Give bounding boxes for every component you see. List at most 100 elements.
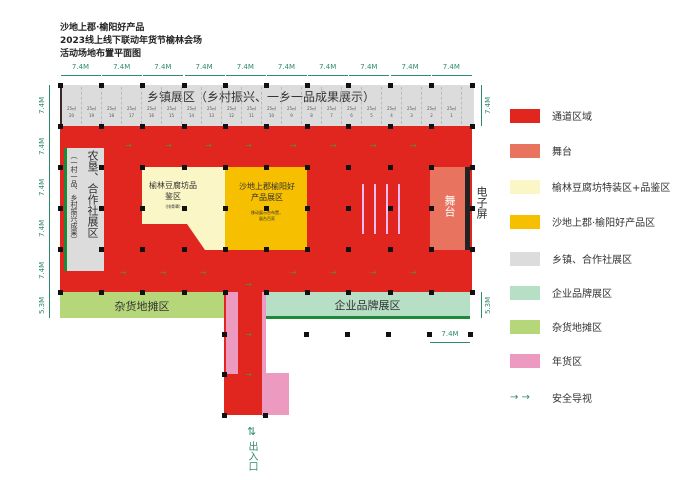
booth-number: 14 bbox=[188, 113, 195, 118]
column-pillar bbox=[387, 290, 393, 295]
column-pillar bbox=[470, 247, 475, 252]
sundries-zone-label: 杂货地摊区 bbox=[114, 300, 170, 313]
column-pillar bbox=[222, 332, 227, 337]
column-pillar bbox=[468, 332, 473, 337]
legend-label: 榆林豆腐坊特装区+品鉴区 bbox=[552, 183, 671, 194]
booth-number: 9 bbox=[290, 113, 293, 118]
dim-label: 7.4M bbox=[441, 330, 459, 338]
column-pillar bbox=[58, 247, 63, 252]
coop-zone-label: 农垦、合作社展区 bbox=[86, 150, 99, 238]
guide-arrow-icon: → bbox=[245, 141, 252, 150]
column-pillar bbox=[470, 124, 475, 129]
column-pillar bbox=[428, 83, 434, 88]
legend-label: 沙地上郡·榆阳好产品区 bbox=[552, 218, 656, 229]
booth-area: 25㎡ bbox=[226, 106, 237, 111]
column-pillar bbox=[99, 290, 105, 295]
dim-line bbox=[102, 75, 143, 76]
screen-label: 电子屏 bbox=[475, 186, 488, 219]
column-pillar bbox=[428, 165, 434, 170]
column-pillar bbox=[181, 83, 187, 88]
stage: 舞台 bbox=[430, 167, 465, 250]
column-pillar bbox=[99, 247, 105, 252]
legend-item: 舞台 bbox=[510, 143, 572, 158]
column-pillar bbox=[470, 290, 475, 295]
dim-label: 7.4M bbox=[38, 178, 46, 197]
column-pillar bbox=[386, 332, 391, 337]
column-pillar bbox=[140, 290, 146, 295]
coop-zone-sub: （一村一品、乡村振兴成果） bbox=[70, 152, 78, 243]
booth-number: 8 bbox=[310, 113, 313, 118]
booth-area: 25㎡ bbox=[446, 106, 457, 111]
booth-number: 10 bbox=[268, 113, 275, 118]
new-year-goods-zone-left bbox=[226, 292, 238, 374]
column-pillar bbox=[387, 83, 393, 88]
guide-arrow-icon: → bbox=[370, 268, 377, 277]
column-pillar bbox=[140, 247, 146, 252]
seating-row bbox=[374, 184, 376, 234]
dim-label: 5.3M bbox=[484, 296, 492, 314]
column-pillar bbox=[99, 124, 105, 129]
column-pillar bbox=[140, 165, 146, 170]
shadi-zone: 沙地上郡榆阳好产品展区 移动展示台布置，展台百家 bbox=[225, 167, 307, 250]
booth-area: 25㎡ bbox=[86, 106, 97, 111]
booth-area: 25㎡ bbox=[366, 106, 377, 111]
dim-line bbox=[49, 249, 50, 292]
dim-label: 7.4M bbox=[484, 96, 492, 115]
column-pillar bbox=[346, 165, 352, 170]
booth-number: 2 bbox=[430, 113, 433, 118]
sundries-zone: 杂货地摊区 bbox=[60, 292, 224, 318]
column-pillar bbox=[346, 83, 352, 88]
booth-number: 15 bbox=[168, 113, 175, 118]
booth-area: 25㎡ bbox=[126, 106, 137, 111]
column-pillar bbox=[428, 124, 434, 129]
column-pillar bbox=[428, 290, 434, 295]
legend-item: 榆林豆腐坊特装区+品鉴区 bbox=[510, 179, 670, 194]
dim-label: 7.4M bbox=[442, 63, 460, 71]
column-pillar bbox=[305, 124, 311, 129]
dim-label: 7.4M bbox=[277, 63, 296, 71]
column-pillar bbox=[264, 290, 269, 295]
column-pillar bbox=[264, 206, 269, 211]
stage-label: 舞台 bbox=[443, 195, 456, 217]
booth-number: 13 bbox=[208, 113, 215, 118]
legend-swatch bbox=[510, 285, 540, 300]
shadi-zone-label: 沙地上郡榆阳好产品展区 bbox=[239, 182, 295, 202]
legend-label: 安全导视 bbox=[552, 394, 592, 405]
column-pillar bbox=[222, 247, 228, 252]
booth-area: 25㎡ bbox=[106, 106, 117, 111]
dim-line bbox=[49, 85, 50, 126]
guide-arrow-icon: → bbox=[245, 370, 252, 379]
column-pillar bbox=[305, 247, 311, 252]
dim-label: 7.4M bbox=[360, 63, 378, 71]
dim-line bbox=[481, 292, 482, 318]
booth-area: 25㎡ bbox=[166, 106, 177, 111]
column-pillar bbox=[470, 165, 475, 170]
dim-label: 7.4M bbox=[113, 63, 131, 71]
tofu-zone-label: 榆林豆腐坊品鉴区 bbox=[149, 181, 197, 201]
booth-area: 25㎡ bbox=[206, 106, 217, 111]
title-line-1: 沙地上郡·榆阳好产品 bbox=[60, 23, 145, 33]
booth-number: 17 bbox=[128, 113, 135, 118]
dim-label: 7.4M bbox=[195, 63, 213, 71]
booth-number: 4 bbox=[390, 113, 393, 118]
dim-label: 7.4M bbox=[71, 63, 90, 71]
column-pillar bbox=[222, 413, 227, 418]
booth-number: 6 bbox=[350, 113, 353, 118]
dim-label: 7.4M bbox=[38, 137, 46, 156]
column-pillar bbox=[140, 206, 146, 211]
booth-area: 25㎡ bbox=[426, 106, 437, 111]
booth-number: 3 bbox=[410, 113, 413, 118]
legend-item: 杂货地摊区 bbox=[510, 319, 602, 334]
dim-line bbox=[49, 292, 50, 318]
guide-arrow-icon: → bbox=[330, 141, 337, 150]
